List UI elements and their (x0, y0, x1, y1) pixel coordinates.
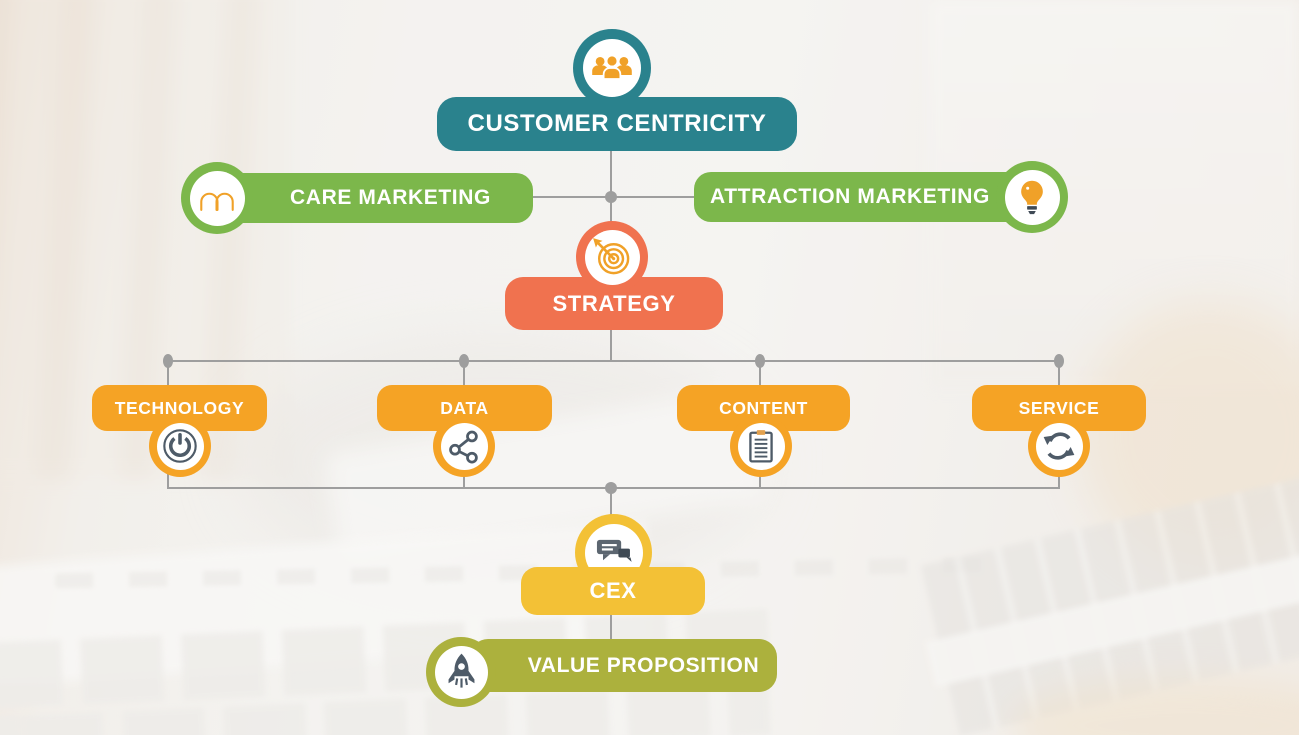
customer-centricity-badge (573, 29, 651, 107)
connector-line (610, 330, 612, 361)
attraction-marketing-label: ATTRACTION MARKETING (710, 185, 990, 208)
cex-pill: CEX (521, 567, 705, 615)
connector-line (1058, 474, 1060, 489)
customer-centricity-label: CUSTOMER CENTRICITY (467, 110, 767, 137)
rocket-icon (448, 653, 474, 688)
care-marketing-label: CARE MARKETING (290, 186, 491, 209)
service-badge (1028, 415, 1090, 477)
two-heads-icon (200, 192, 234, 211)
connector-line (463, 361, 465, 386)
strategy-label: STRATEGY (552, 290, 676, 316)
content-label: CONTENT (719, 397, 808, 418)
connector-line (167, 361, 169, 386)
connector-line (1058, 361, 1060, 386)
value-proposition-label: VALUE PROPOSITION (527, 653, 760, 677)
cex-label: CEX (589, 578, 637, 603)
data-badge-inner (440, 422, 488, 470)
customer-centricity-badge-inner (583, 39, 641, 97)
attraction-marketing-badge-inner (1004, 169, 1060, 225)
connector-line (610, 488, 612, 516)
connector-line (610, 151, 612, 222)
share-network-icon (449, 430, 478, 464)
connector-line (168, 360, 1060, 362)
attraction-marketing-badge (996, 161, 1068, 233)
value-proposition-badge (426, 637, 496, 707)
value-proposition-pill: VALUE PROPOSITION (470, 639, 777, 692)
target-arrow-icon (593, 238, 630, 275)
chat-bubbles-icon (596, 539, 632, 562)
care-marketing-badge (181, 162, 253, 234)
connector-junction-dot (605, 191, 617, 203)
data-label: DATA (440, 397, 489, 418)
care-marketing-badge-inner (189, 170, 245, 226)
content-badge-inner (737, 422, 785, 470)
technology-badge (149, 415, 211, 477)
lightbulb-icon (1021, 180, 1043, 214)
clipboard-icon (749, 430, 773, 463)
technology-label: TECHNOLOGY (114, 397, 245, 418)
value-proposition-badge-inner (434, 645, 488, 699)
connector-line (759, 474, 761, 489)
connector-line (167, 474, 169, 489)
technology-badge-inner (156, 422, 204, 470)
content-badge (730, 415, 792, 477)
strategy-badge (576, 221, 648, 293)
data-badge (433, 415, 495, 477)
connector-line (463, 474, 465, 489)
people-group-icon (592, 54, 632, 80)
connector-line (759, 361, 761, 386)
sync-arrows-icon (1043, 432, 1075, 460)
connector-line (610, 615, 612, 640)
customer-centricity-pill: CUSTOMER CENTRICITY (437, 97, 797, 151)
strategy-badge-inner (584, 229, 640, 285)
service-label: SERVICE (1018, 397, 1100, 418)
power-icon (163, 429, 197, 463)
service-badge-inner (1035, 422, 1083, 470)
